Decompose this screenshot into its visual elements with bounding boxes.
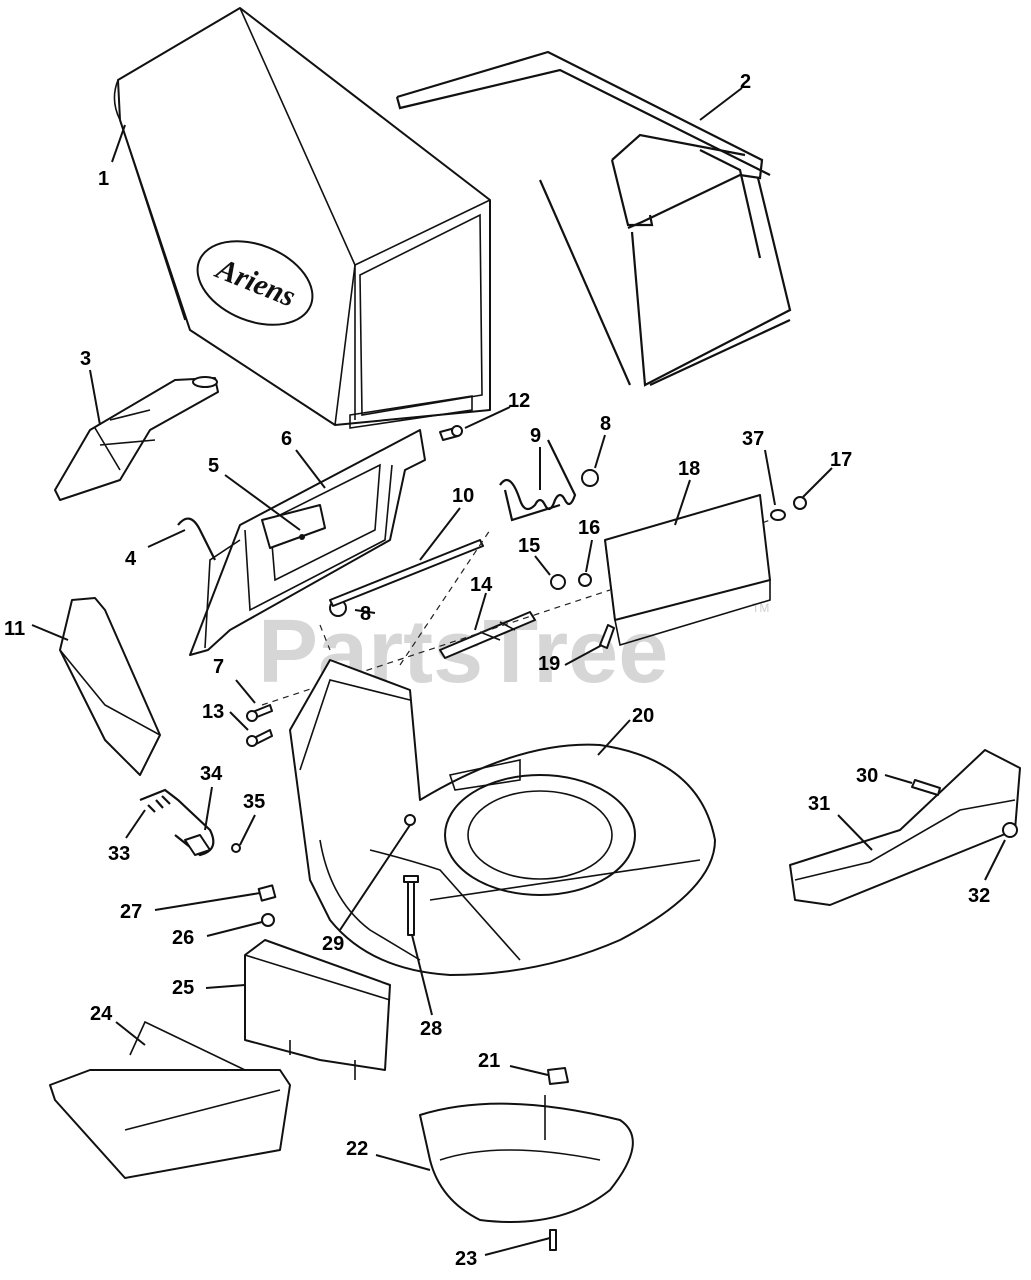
- part-20-deck[interactable]: [289, 659, 716, 976]
- leader-lines: [31, 87, 1006, 1256]
- assembly-line-b: [399, 529, 491, 666]
- part-33-spring-lever[interactable]: [139, 788, 215, 857]
- part-18-rear-cover[interactable]: [604, 494, 771, 647]
- callout-17[interactable]: 17: [830, 449, 852, 471]
- callout-1[interactable]: 1: [98, 168, 109, 190]
- part-34-pin[interactable]: [184, 834, 211, 856]
- part-25-plate[interactable]: [244, 939, 391, 1080]
- callout-16[interactable]: 16: [578, 517, 600, 539]
- callout-8-lower[interactable]: 8: [360, 603, 371, 625]
- callouts: 1 2 3 4 5 6 7 8 8 9 10 11 12 13 14 15 16…: [4, 71, 990, 1270]
- callout-34[interactable]: 34: [200, 763, 223, 785]
- part-31-cover[interactable]: [789, 749, 1021, 906]
- part-9-spring[interactable]: [499, 439, 577, 522]
- part-12-screw[interactable]: [439, 425, 463, 441]
- part-22-baffle[interactable]: [419, 1095, 634, 1223]
- part-13-bolt[interactable]: [246, 729, 273, 747]
- callout-29[interactable]: 29: [322, 933, 344, 955]
- callout-8-upper[interactable]: 8: [600, 413, 611, 435]
- callout-4[interactable]: 4: [125, 548, 137, 570]
- callout-3[interactable]: 3: [80, 348, 91, 370]
- callout-12[interactable]: 12: [508, 390, 530, 412]
- part-29-screw[interactable]: [404, 814, 416, 826]
- part-11-flap[interactable]: [59, 597, 161, 776]
- part-24-discharge-chute[interactable]: [49, 1020, 291, 1179]
- part-5-latch[interactable]: [261, 504, 326, 549]
- callout-32[interactable]: 32: [968, 885, 990, 907]
- callout-37[interactable]: 37: [742, 428, 764, 450]
- callout-20[interactable]: 20: [632, 705, 654, 727]
- callout-11[interactable]: 11: [4, 618, 25, 640]
- part-27-nut[interactable]: [257, 884, 277, 902]
- callout-33[interactable]: 33: [108, 843, 130, 865]
- part-28-bolt[interactable]: [403, 875, 419, 936]
- callout-24[interactable]: 24: [90, 1003, 113, 1025]
- part-15-washer[interactable]: [550, 574, 566, 590]
- callout-22[interactable]: 22: [346, 1138, 368, 1160]
- part-32-nut[interactable]: [1002, 822, 1018, 838]
- callout-31[interactable]: 31: [808, 793, 830, 815]
- callout-7[interactable]: 7: [213, 656, 224, 678]
- callout-14[interactable]: 14: [470, 574, 493, 596]
- part-30-bolt[interactable]: [911, 779, 941, 796]
- callout-9[interactable]: 9: [530, 425, 541, 447]
- callout-26[interactable]: 26: [172, 927, 194, 949]
- callout-28[interactable]: 28: [420, 1018, 442, 1040]
- callout-5[interactable]: 5: [208, 455, 219, 477]
- callout-6[interactable]: 6: [281, 428, 292, 450]
- part-26-washer[interactable]: [261, 913, 275, 927]
- callout-30[interactable]: 30: [856, 765, 878, 787]
- callout-25[interactable]: 25: [172, 977, 194, 999]
- part-23-bolt[interactable]: [549, 1229, 557, 1251]
- callout-10[interactable]: 10: [452, 485, 474, 507]
- part-17-nut[interactable]: [793, 496, 807, 510]
- callout-2[interactable]: 2: [740, 71, 751, 93]
- part-35-cotter[interactable]: [231, 843, 241, 853]
- part-6-rear-door-housing[interactable]: [189, 429, 426, 656]
- part-19-clip[interactable]: [599, 624, 615, 649]
- part-7-bolt[interactable]: [246, 704, 273, 722]
- part-21-clip[interactable]: [547, 1067, 569, 1085]
- callout-35[interactable]: 35: [243, 791, 265, 813]
- part-8-washer-upper[interactable]: [581, 469, 599, 487]
- part-4-clip[interactable]: [177, 517, 216, 561]
- callout-19[interactable]: 19: [538, 653, 560, 675]
- callout-18[interactable]: 18: [678, 458, 700, 480]
- part-3-hinge-bracket[interactable]: [54, 376, 219, 501]
- part-10-rod[interactable]: [329, 539, 484, 607]
- part-16-nut[interactable]: [578, 573, 592, 587]
- callout-23[interactable]: 23: [455, 1248, 477, 1270]
- part-1-grass-bag[interactable]: Ariens: [113, 7, 491, 429]
- assembly-line-c: [319, 624, 331, 651]
- callout-13[interactable]: 13: [202, 701, 224, 723]
- callout-21[interactable]: 21: [478, 1050, 500, 1072]
- part-37-washer[interactable]: [770, 509, 786, 521]
- callout-15[interactable]: 15: [518, 535, 540, 557]
- part-14-hinge-rod[interactable]: [439, 611, 536, 659]
- callout-27[interactable]: 27: [120, 901, 142, 923]
- part-2-bag-frame[interactable]: [395, 50, 792, 387]
